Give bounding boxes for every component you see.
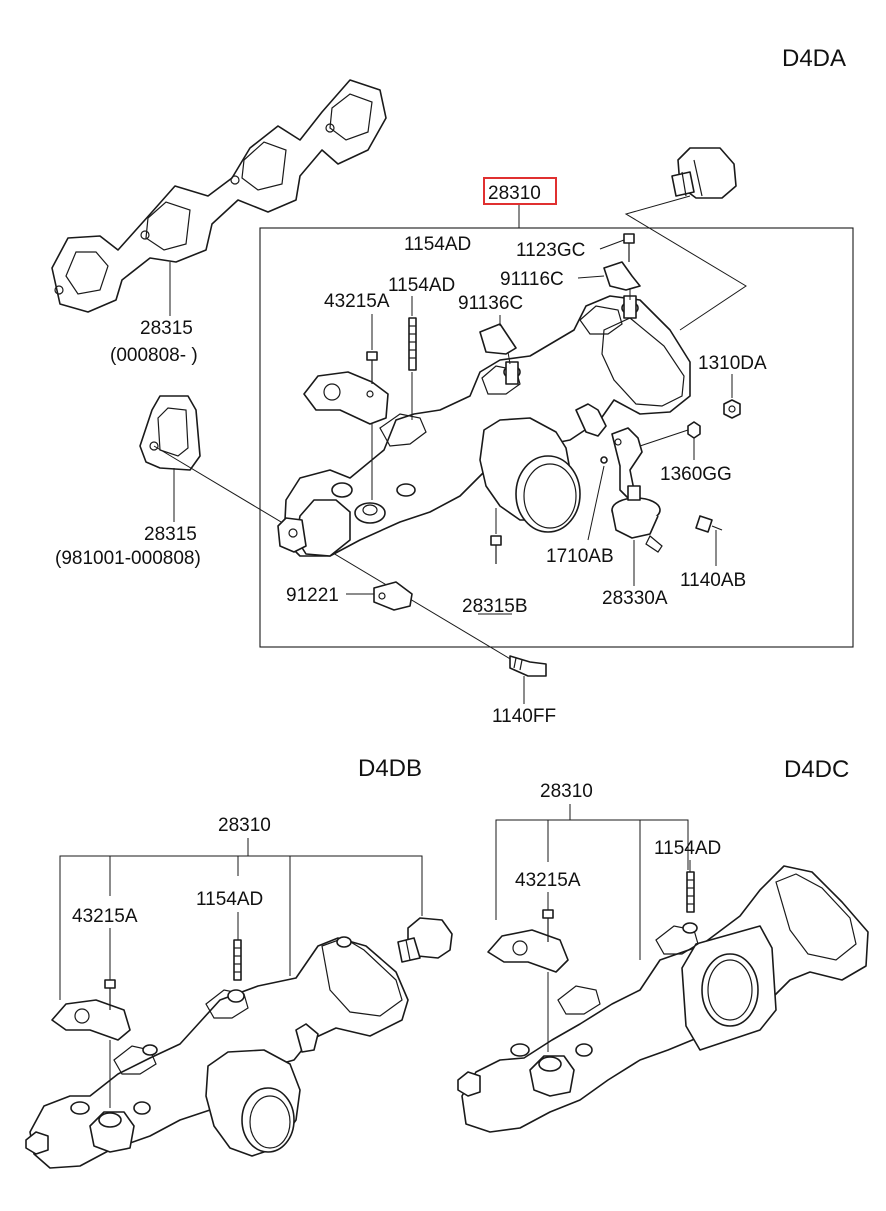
bracket-91221-part[interactable]: [373, 581, 413, 611]
label-d4da-1360gg[interactable]: 1360GG: [660, 464, 732, 485]
bolt-28315b-part[interactable]: [490, 535, 502, 564]
bolt-d4dc-43215a-part[interactable]: [542, 909, 554, 942]
label-gasket-b-range: (981001-000808): [55, 548, 201, 569]
actuator-28330a-part[interactable]: [575, 403, 663, 553]
label-d4da-91136c[interactable]: 91136C: [458, 293, 523, 314]
bolt-d4db-43215a-part[interactable]: [104, 979, 116, 1010]
section-title-d4da: D4DA: [782, 45, 846, 72]
label-d4dc-28310[interactable]: 28310: [540, 781, 593, 802]
gasket-single-port-part[interactable]: [139, 395, 201, 471]
stud-d4dc-1154ad-part[interactable]: [686, 871, 695, 913]
bolt-43215a-part[interactable]: [366, 351, 378, 384]
bolt-1140ab-part[interactable]: [695, 515, 723, 533]
label-d4db-43215a[interactable]: 43215A: [72, 906, 138, 927]
plug-d4db-part[interactable]: [397, 917, 453, 963]
d4db-exhaust-manifold-part[interactable]: [25, 936, 409, 1169]
bolt-1123gc-part[interactable]: [623, 233, 635, 262]
label-d4da-1154ad[interactable]: 1154AD: [388, 275, 455, 296]
bracket-43215a-part[interactable]: [303, 371, 389, 425]
label-d4da-28310[interactable]: 28310: [488, 183, 541, 204]
label-d4da-1140ff[interactable]: 1140FF: [492, 706, 556, 727]
label-gasket-a-number: 28315: [140, 318, 193, 339]
label-gasket-a-range: (000808- ): [110, 345, 198, 366]
stud-d4db-1154ad-part[interactable]: [233, 939, 242, 981]
plug-part[interactable]: [671, 147, 737, 199]
label-d4da-91221[interactable]: 91221: [286, 585, 339, 606]
nut-1360gg-part[interactable]: [687, 421, 701, 439]
label-d4da-28315b[interactable]: 28315B: [462, 596, 528, 617]
bolt-1140ff-part[interactable]: [509, 655, 547, 677]
label-d4dc-43215a[interactable]: 43215A: [515, 870, 581, 891]
d4da-exhaust-manifold-part[interactable]: [277, 295, 691, 557]
label-d4da-91116c[interactable]: 91116C: [500, 269, 564, 290]
clip-91116c-part[interactable]: [603, 261, 641, 291]
label-gasket-b-number: 28315: [144, 524, 197, 545]
label-d4dc-1154ad[interactable]: 1154AD: [654, 838, 721, 859]
d4da-assembly-frame: [259, 227, 854, 648]
section-title-d4dc: D4DC: [784, 756, 849, 783]
gasket-4port-part[interactable]: [51, 79, 387, 313]
label-d4da-1710ab[interactable]: 1710AB: [546, 546, 614, 567]
label-d4da-1123gc[interactable]: 1123GC: [516, 240, 585, 261]
highlight-box-28310: [483, 177, 557, 205]
label-d4da-1140ab[interactable]: 1140AB: [680, 570, 746, 591]
label-d4da-1154ad-top[interactable]: 1154AD: [404, 234, 471, 255]
pin-1710ab-part[interactable]: [600, 456, 608, 464]
label-d4da-43215a[interactable]: 43215A: [324, 291, 390, 312]
label-d4db-28310[interactable]: 28310: [218, 815, 271, 836]
clip-91136c-part[interactable]: [479, 323, 517, 355]
bracket-d4db-43215a-part[interactable]: [51, 999, 131, 1041]
d4dc-exhaust-manifold-part[interactable]: [457, 865, 869, 1133]
nut-1310da-part[interactable]: [723, 399, 741, 419]
label-d4da-1310da[interactable]: 1310DA: [698, 353, 767, 374]
section-title-d4db: D4DB: [358, 755, 422, 782]
label-d4db-1154ad[interactable]: 1154AD: [196, 889, 263, 910]
stud-1154ad-part[interactable]: [408, 317, 417, 371]
bracket-d4dc-43215a-part[interactable]: [487, 929, 569, 973]
label-d4da-28330a[interactable]: 28330A: [602, 588, 668, 609]
